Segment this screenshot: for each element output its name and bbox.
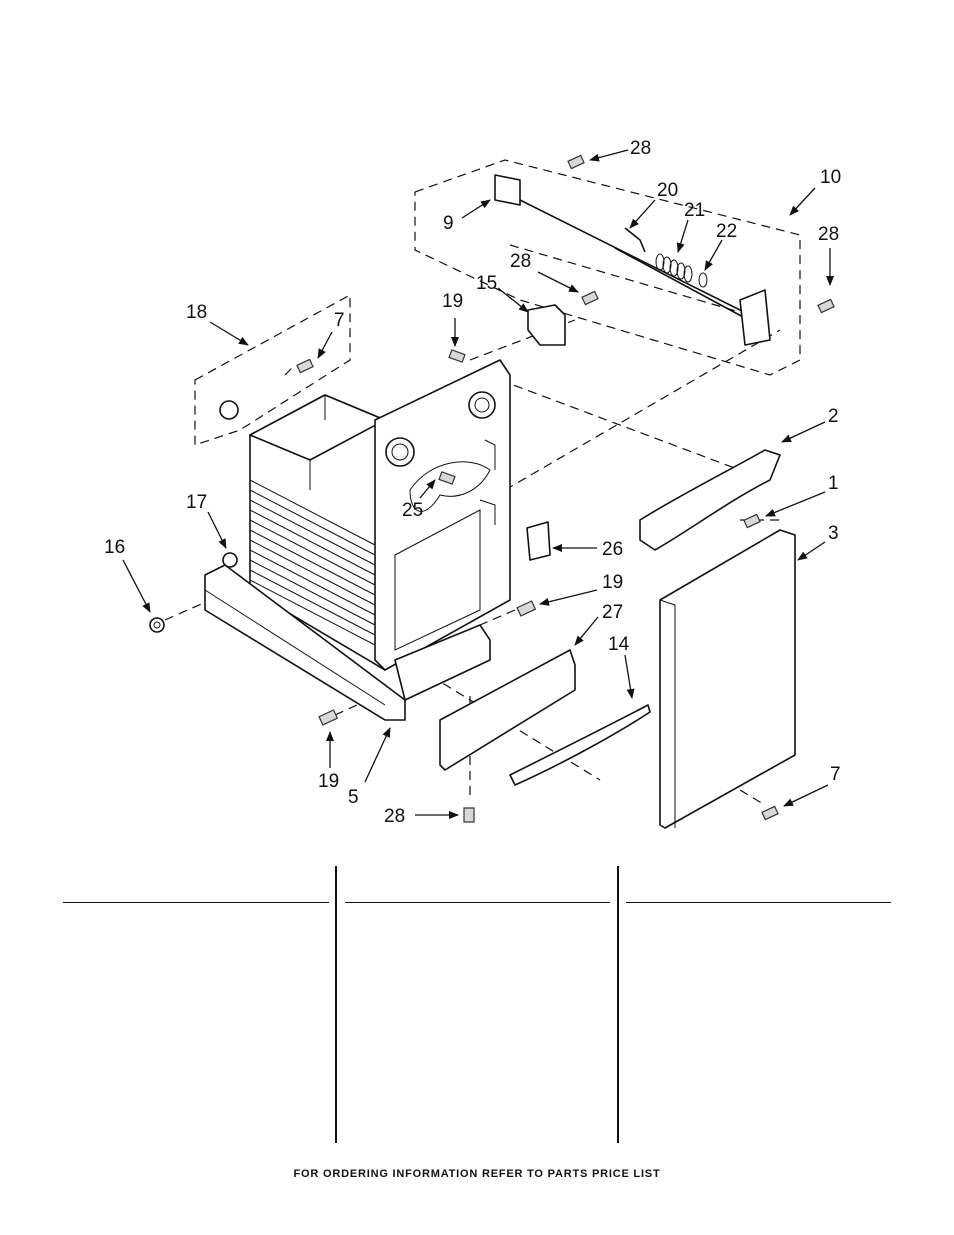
callout-21: 21 — [684, 200, 705, 221]
callout-19-right: 19 — [602, 572, 623, 593]
callout-28-bottom: 28 — [384, 806, 405, 827]
callout-26: 26 — [602, 539, 623, 560]
callout-19-top: 19 — [442, 291, 463, 312]
callout-7-right: 7 — [830, 764, 841, 785]
callout-28-right: 28 — [818, 224, 839, 245]
callout-22: 22 — [716, 221, 737, 242]
callout-5: 5 — [348, 787, 359, 808]
table-header-rule-2 — [345, 902, 610, 903]
lower-bracket — [394, 624, 491, 701]
handle-trim — [509, 704, 651, 786]
ordering-footer-note: FOR ORDERING INFORMATION REFER TO PARTS … — [293, 1168, 661, 1180]
callout-1: 1 — [828, 473, 839, 494]
table-header-rule-3 — [626, 902, 891, 903]
callout-20: 20 — [657, 180, 678, 201]
callout-14: 14 — [608, 634, 630, 655]
hinge-assembly — [494, 174, 771, 346]
callout-28-top: 28 — [630, 138, 651, 159]
screw-parts — [149, 154, 835, 823]
bracket-26 — [526, 521, 551, 561]
table-divider-2 — [617, 866, 619, 1143]
callout-18: 18 — [186, 302, 207, 323]
bracket-15 — [527, 304, 566, 346]
door-panel — [659, 529, 796, 829]
callout-2: 2 — [828, 406, 839, 427]
parts-exploded-diagram: 28 9 20 10 21 22 28 28 15 19 18 7 2 1 25… — [104, 138, 841, 829]
callout-16: 16 — [104, 537, 125, 558]
front-frame — [374, 359, 511, 671]
cabinet-ribs — [249, 479, 376, 646]
callout-3: 3 — [828, 523, 839, 544]
callout-labels: 28 9 20 10 21 22 28 28 15 19 18 7 2 1 25… — [104, 138, 841, 827]
table-header-rule-1 — [63, 902, 329, 903]
callout-15: 15 — [476, 273, 497, 294]
leader-arrows — [122, 149, 834, 819]
callout-25: 25 — [402, 500, 423, 521]
callout-17: 17 — [186, 492, 207, 513]
callout-9: 9 — [443, 213, 454, 234]
callout-27: 27 — [602, 602, 623, 623]
spring-coils — [655, 253, 693, 283]
callout-28-mid: 28 — [510, 251, 531, 272]
callout-10: 10 — [820, 167, 841, 188]
callout-7-left: 7 — [334, 310, 345, 331]
kickplate — [439, 649, 576, 771]
table-divider-1 — [335, 866, 337, 1143]
top-trim — [639, 449, 781, 551]
callout-19-bottom: 19 — [318, 771, 339, 792]
